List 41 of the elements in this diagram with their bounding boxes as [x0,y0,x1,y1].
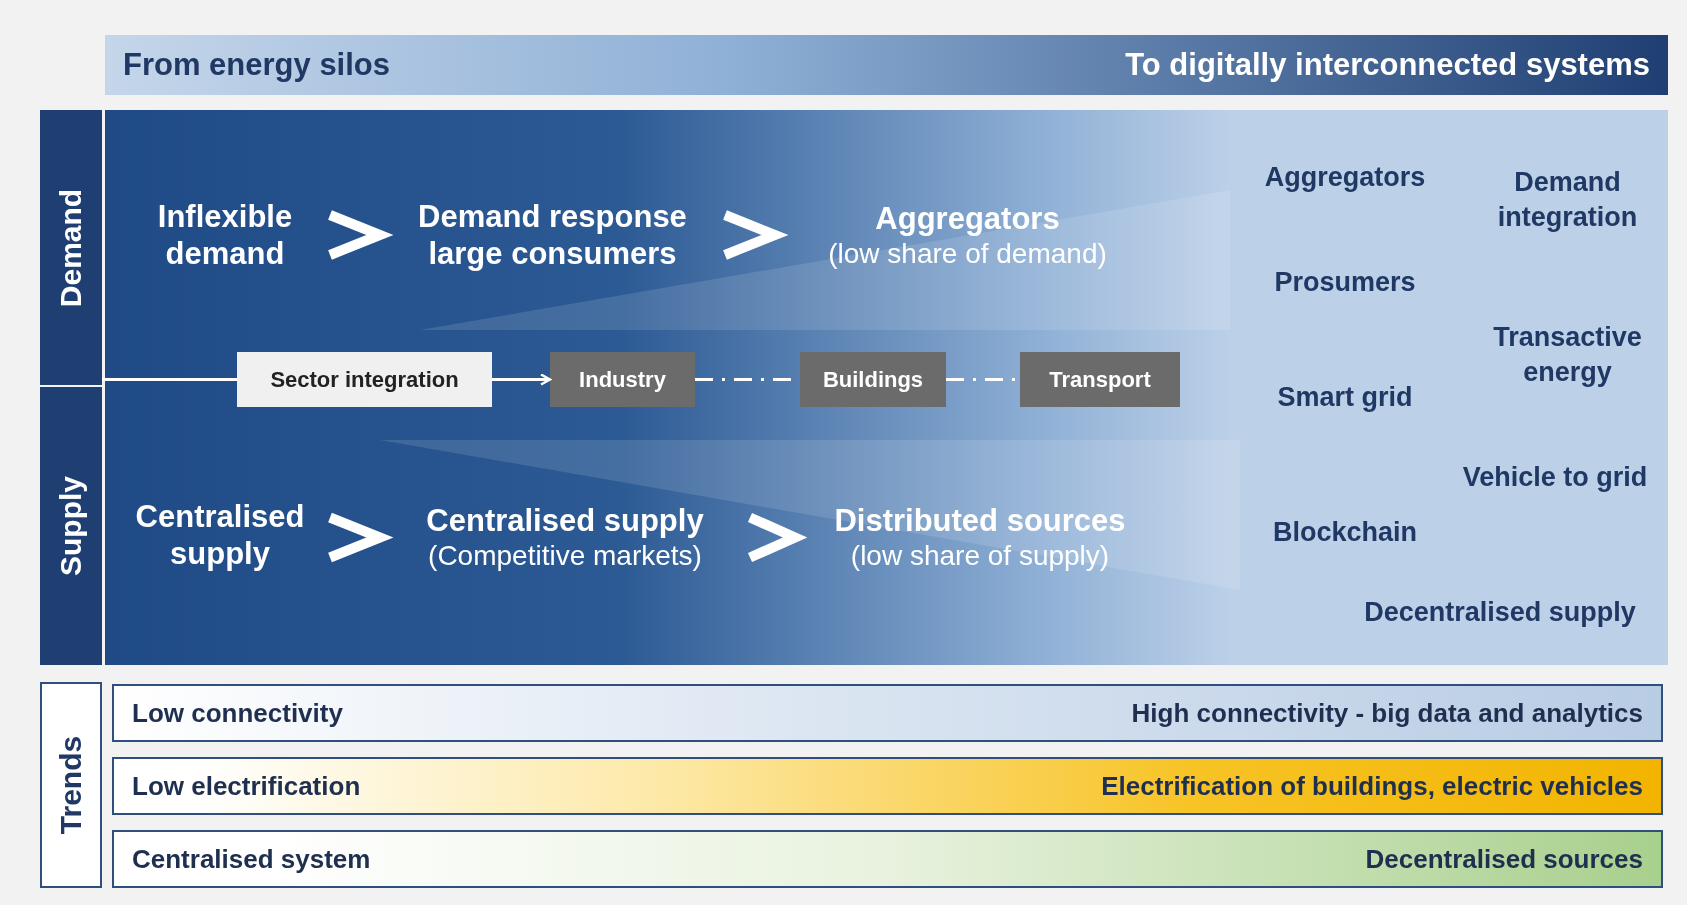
stage-title: Aggregators [875,199,1060,237]
trend-text: High connectivity - big data and analytics [1131,697,1643,729]
stage-title: Centralised supply [426,502,704,540]
stage-subtitle: (low share of demand) [828,236,1107,271]
side-label: Supply [54,476,88,576]
trend-bar [112,757,1663,815]
connector-line [102,378,237,381]
trend-keyword: Decentralised supply [1363,596,1637,629]
trend-text: Centralised system [132,843,371,875]
side-strip [40,387,102,665]
stage-text: Centralised supply [110,480,330,590]
stage-title: Distributed sources [834,502,1126,540]
side-label: Trends [54,735,88,835]
banner-text: From energy silos [123,47,391,83]
stage-subtitle: (low share of supply) [850,539,1110,573]
header-banner [105,35,1668,95]
side-label: Demand [54,188,88,307]
trend-keyword: Transactive energy [1492,321,1643,390]
stage-text: Demand response large consumers [380,180,725,290]
trend-keyword: Demand integration [1496,166,1639,235]
trend-keyword: Blockchain [1271,516,1418,549]
sector-box: Transport [1020,352,1180,407]
banner-text: To digitally interconnected systems [1125,47,1650,83]
trend-text: Low connectivity [132,697,343,729]
trend-keyword: Aggregators [1263,161,1427,194]
side-strip [40,110,102,385]
stage-text: Inflexible demand [120,185,330,285]
trend-text: Decentralised sources [1365,843,1643,875]
trend-text: Electrification of buildings, electric vehicles [1101,770,1643,802]
arrow [492,373,552,386]
stage-subtitle: (Competitive markets) [428,539,702,573]
trend-keyword: Smart grid [1276,381,1414,414]
trend-keyword: Vehicle to grid [1461,461,1649,494]
trend-bar [112,830,1663,888]
trend-bar [112,684,1663,742]
sector-box: Buildings [800,352,946,407]
sector-box: Industry [550,352,695,407]
trend-keyword: Prosumers [1273,266,1417,299]
side-strip [40,682,102,888]
trend-text: Low electrification [132,770,361,802]
sector-box: Sector integration [237,352,492,407]
